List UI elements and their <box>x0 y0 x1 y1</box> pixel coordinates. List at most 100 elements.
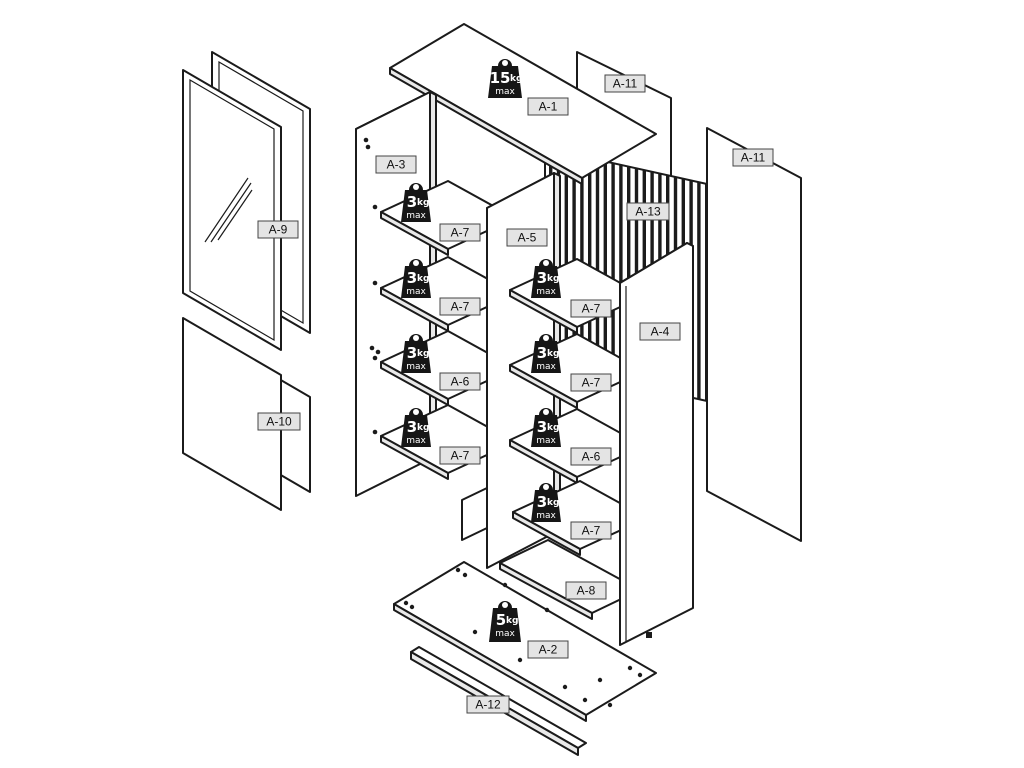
label-a5: A-5 <box>506 228 548 247</box>
dowel-hole <box>637 672 643 678</box>
label-a7-left-1: A-7 <box>439 223 481 242</box>
weight-limit-text: max <box>536 511 556 521</box>
weight-unit: kg <box>547 423 559 433</box>
weight-unit: kg <box>506 616 518 626</box>
label-a11-top-text: A-11 <box>613 77 638 91</box>
dowel-hole <box>372 355 378 361</box>
label-a7-right-1-text: A-7 <box>582 302 601 316</box>
label-a1-text: A-1 <box>539 100 558 114</box>
dowel-hole <box>582 697 588 703</box>
dowel-hole <box>365 144 371 150</box>
weight-unit: kg <box>547 274 559 284</box>
weight-unit: kg <box>547 498 559 508</box>
weight-unit: kg <box>547 349 559 359</box>
dowel-hole <box>372 429 378 435</box>
label-a6-right: A-6 <box>570 447 612 466</box>
label-a7-right-1: A-7 <box>570 299 612 318</box>
top-panel-a1 <box>389 23 657 185</box>
dowel-hole <box>502 582 508 588</box>
dowel-hole <box>562 684 568 690</box>
dowel-hole <box>462 572 468 578</box>
slat <box>564 152 568 370</box>
slat <box>697 181 701 399</box>
label-a8-text: A-8 <box>577 584 596 598</box>
label-a7-right-4-text: A-7 <box>582 524 601 538</box>
label-a9-text: A-9 <box>269 223 288 237</box>
label-a3-text: A-3 <box>387 158 406 172</box>
label-a4: A-4 <box>639 322 681 341</box>
label-a11-top: A-11 <box>604 74 646 93</box>
dowel-hole <box>363 137 369 143</box>
label-a7-left-2-text: A-7 <box>451 300 470 314</box>
weight-limit-text: max <box>406 211 426 221</box>
dowel-hole <box>607 702 613 708</box>
weight-value: 3 <box>537 418 547 436</box>
label-a4-text: A-4 <box>651 325 670 339</box>
label-a7-right-2: A-7 <box>570 373 612 392</box>
weight-value: 3 <box>407 344 417 362</box>
label-a2-text: A-2 <box>539 643 558 657</box>
dowel-hole <box>455 567 461 573</box>
weight-unit: kg <box>510 74 522 84</box>
dowel-hole <box>369 345 375 351</box>
label-a2: A-2 <box>527 640 569 659</box>
weight-value: 3 <box>407 418 417 436</box>
label-a6-left: A-6 <box>439 372 481 391</box>
weight-value: 15 <box>490 69 511 87</box>
dowel-hole <box>472 629 478 635</box>
weight-value: 3 <box>407 193 417 211</box>
dowel-hole <box>375 349 381 355</box>
weight-limit-text: max <box>406 436 426 446</box>
label-a3: A-3 <box>375 155 417 174</box>
label-a13: A-13 <box>626 202 670 221</box>
weight-limit-text: max <box>495 87 515 97</box>
base-panel-a2 <box>393 561 657 722</box>
weight-value: 3 <box>407 269 417 287</box>
weight-limit-text: max <box>536 287 556 297</box>
label-a1: A-1 <box>527 97 569 116</box>
dowel-hole <box>597 677 603 683</box>
weight-limit-text: max <box>536 362 556 372</box>
dowel-hole <box>409 604 415 610</box>
right-side-panel-a4 <box>619 242 694 646</box>
label-a5-text: A-5 <box>518 231 537 245</box>
label-a8: A-8 <box>565 581 607 600</box>
weight-limit-text: max <box>406 362 426 372</box>
label-a9: A-9 <box>257 220 299 239</box>
label-a12: A-12 <box>466 695 510 714</box>
slat <box>595 159 600 377</box>
dowel-hole <box>544 607 550 613</box>
weight-limit-text: max <box>495 629 515 639</box>
label-a12-text: A-12 <box>475 698 501 712</box>
glass-door-a9 <box>182 51 311 351</box>
weight-unit: kg <box>417 274 429 284</box>
slat <box>611 162 615 380</box>
label-a10-text: A-10 <box>266 415 292 429</box>
label-a6-right-text: A-6 <box>582 450 601 464</box>
label-a7-left-4: A-7 <box>439 446 481 465</box>
weight-unit: kg <box>417 349 429 359</box>
dowel-hole <box>517 657 523 663</box>
weight-limit-text: max <box>406 287 426 297</box>
weight-value: 3 <box>537 269 547 287</box>
label-a11-right: A-11 <box>732 148 774 167</box>
label-a11-right-text: A-11 <box>741 151 766 165</box>
dowel-hole <box>627 665 633 671</box>
label-a10: A-10 <box>257 412 301 431</box>
label-a7-right-4: A-7 <box>570 521 612 540</box>
label-a7-right-2-text: A-7 <box>582 376 601 390</box>
weight-unit: kg <box>417 423 429 433</box>
label-a7-left-1-text: A-7 <box>451 226 470 240</box>
label-a7-left-4-text: A-7 <box>451 449 470 463</box>
slat <box>603 161 607 378</box>
weight-value: 3 <box>537 344 547 362</box>
slat <box>619 164 623 382</box>
